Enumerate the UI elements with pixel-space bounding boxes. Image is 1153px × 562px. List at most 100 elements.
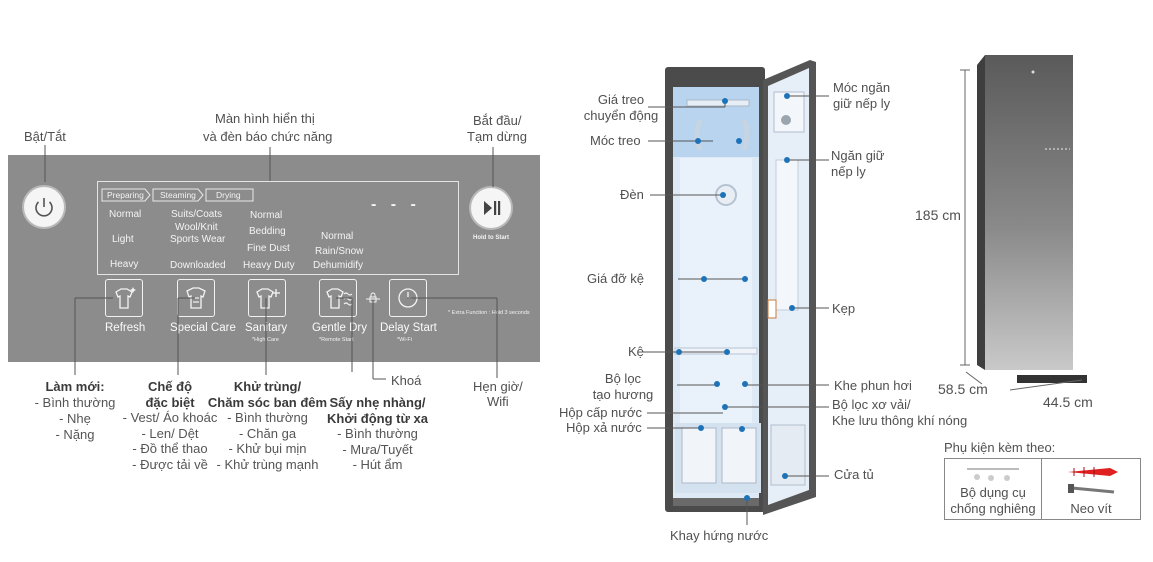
- anti-tip-kit-label: Bộ dụng cụ chống nghiêng: [945, 485, 1041, 517]
- refresh-normal: Normal: [109, 209, 142, 220]
- gentle-dry-sub: *Remote Start: [319, 337, 354, 343]
- anchor-screw-label: Neo vít: [1070, 501, 1112, 516]
- sanitary-normal: Normal: [250, 210, 283, 221]
- depth-dimension: 58.5 cm: [938, 381, 988, 397]
- sanitary-mode-title: Chăm sóc ban đêm: [207, 394, 328, 410]
- display-callout-line2: và đèn báo chức năng: [203, 129, 333, 144]
- dot-shelf-holder-right: [742, 276, 748, 282]
- dot-shelf-left: [676, 349, 682, 355]
- special-mode-item: - Được tải về: [132, 456, 208, 472]
- dot-crease-holder: [784, 157, 790, 163]
- dot-shelf-holder-left: [701, 276, 707, 282]
- sanitary-mode-item: - Bình thường: [227, 410, 308, 425]
- aroma-filter-label: Bộ lọc tạo hương: [578, 371, 668, 403]
- digit-display: - - -: [371, 196, 421, 213]
- crease-hanger-line1: Móc ngăn: [833, 80, 891, 95]
- lock-callout: Khoá: [391, 373, 422, 388]
- water-drain-label: Hộp xả nước: [566, 420, 642, 435]
- dot-crease-hanger: [784, 93, 790, 99]
- sanitary-fine-dust: Fine Dust: [247, 243, 290, 254]
- stage-arrows: [101, 188, 254, 202]
- refresh-label: Refresh: [105, 322, 146, 334]
- special-care-label: Special Care: [170, 322, 236, 334]
- delay-callout-line2: Wifi: [487, 394, 509, 409]
- crease-hanger-label: Móc ngăn giữ nếp ly: [833, 80, 890, 112]
- anti-tip-kit-icon: [967, 468, 1019, 481]
- dimension-lines: [960, 69, 1083, 391]
- gentle-dry-button[interactable]: [319, 279, 357, 317]
- gentle-mode-title: Sấy nhẹ nhàng/: [329, 395, 426, 410]
- stage-steaming: Steaming: [160, 190, 196, 200]
- sanitary-mode-list: Khử trùng/ Chăm sóc ban đêm - Bình thườn…: [205, 379, 330, 472]
- gentle-mode-item: - Mưa/Tuyết: [342, 441, 413, 457]
- sanitary-shirt-icon: [256, 288, 280, 309]
- display-callout-line1: Màn hình hiển thị: [215, 111, 315, 126]
- gentle-dehumidify: Dehumidify: [313, 260, 364, 271]
- steam-slot-label: Khe phun hơi: [834, 378, 912, 393]
- panel-leader-lines: [44, 145, 498, 380]
- dot-lamp: [720, 192, 726, 198]
- sanitary-bedding: Bedding: [249, 226, 286, 237]
- dot-drip-tray: [744, 495, 750, 501]
- gentle-mode-item: - Bình thường: [337, 426, 418, 441]
- dot-water-supply: [739, 426, 745, 432]
- start-pause-button[interactable]: [471, 188, 511, 228]
- crease-holder-line1: Ngăn giữ: [831, 148, 885, 163]
- sanitary-sub: *High Care: [252, 337, 279, 343]
- drip-tray-label: Khay hứng nước: [670, 528, 769, 543]
- shelf-label: Kệ: [628, 344, 644, 359]
- lamp-label: Đèn: [620, 187, 644, 202]
- delay-start-label: Delay Start: [380, 322, 437, 334]
- power-button[interactable]: [24, 187, 64, 227]
- hold-to-start-label: Hold to Start: [473, 235, 509, 241]
- sanitary-mode-item: - Khử trùng mạnh: [216, 456, 319, 472]
- anchor-screw-icon: [1068, 467, 1118, 494]
- refresh-mode-item: - Bình thường: [34, 395, 116, 410]
- door-label: Cửa tủ: [834, 467, 874, 482]
- special-mode-item: - Vest/ Áo khoác: [122, 410, 218, 425]
- lint-filter-line1: Bộ lọc xơ vải/: [832, 397, 911, 412]
- delay-start-sub: *Wi-Fi: [397, 337, 412, 343]
- lint-filter-line2: Khe lưu thông khí nóng: [832, 413, 968, 428]
- dot-water-drain: [698, 425, 704, 431]
- aroma-filter-line1: Bộ lọc: [604, 371, 642, 386]
- accessories-title: Phụ kiện kèm theo:: [944, 440, 1056, 455]
- crease-holder-line2: nếp ly: [831, 164, 866, 179]
- extra-function-note: * Extra Function : Hold 3 seconds: [448, 310, 530, 316]
- display-frame: [97, 181, 459, 275]
- sanitary-mode-item: - Khử bụi mịn: [228, 441, 307, 456]
- extra-function-text: Extra Function : Hold 3 seconds: [451, 310, 530, 316]
- refresh-mode-item: - Nặng: [55, 427, 95, 442]
- start-callout-line2: Tạm dừng: [467, 129, 528, 144]
- gentle-mode-list: Sấy nhẹ nhàng/ Khởi động từ xa - Bình th…: [320, 395, 435, 473]
- dot-lint-filter: [722, 404, 728, 410]
- special-sports: Sports Wear: [170, 234, 226, 245]
- width-dimension: 44.5 cm: [1043, 394, 1093, 410]
- dot-shelf-right: [724, 349, 730, 355]
- special-suits: Suits/Coats: [171, 209, 223, 220]
- power-icon: [35, 198, 53, 217]
- crease-hanger-line2: giữ nếp ly: [833, 96, 891, 111]
- refresh-mode-title: Làm mới:: [45, 379, 105, 394]
- refresh-shirt-icon: [115, 287, 136, 309]
- styler-open-illustration: [665, 60, 816, 515]
- dot-aroma-filter: [714, 381, 720, 387]
- gentle-mode-title: Khởi động từ xa: [327, 410, 428, 426]
- refresh-light: Light: [112, 234, 134, 245]
- refresh-mode-list: Làm mới: - Bình thường - Nhẹ - Nặng: [20, 379, 130, 443]
- gentle-normal: Normal: [321, 231, 354, 242]
- refresh-heavy: Heavy: [110, 259, 139, 270]
- water-supply-label: Hộp cấp nước: [559, 405, 642, 420]
- dot-hook-left: [695, 138, 701, 144]
- accessories-box: Bộ dụng cụ chống nghiêng Neo vít: [944, 458, 1141, 520]
- control-panel: Preparing Steaming Drying Normal Light H…: [8, 155, 540, 362]
- moving-hanger-label: Giá treo chuyển động: [562, 92, 680, 124]
- anti-tip-kit-line2: chống nghiêng: [950, 501, 1036, 516]
- refresh-mode-item: - Nhẹ: [59, 411, 91, 426]
- hook-label: Móc treo: [590, 133, 641, 148]
- dot-door: [782, 473, 788, 479]
- special-mode-item: - Đồ thể thao: [132, 441, 208, 456]
- sanitary-button[interactable]: [248, 279, 286, 317]
- height-dimension: 185 cm: [915, 207, 961, 223]
- gentle-dry-label: Gentle Dry: [312, 322, 367, 334]
